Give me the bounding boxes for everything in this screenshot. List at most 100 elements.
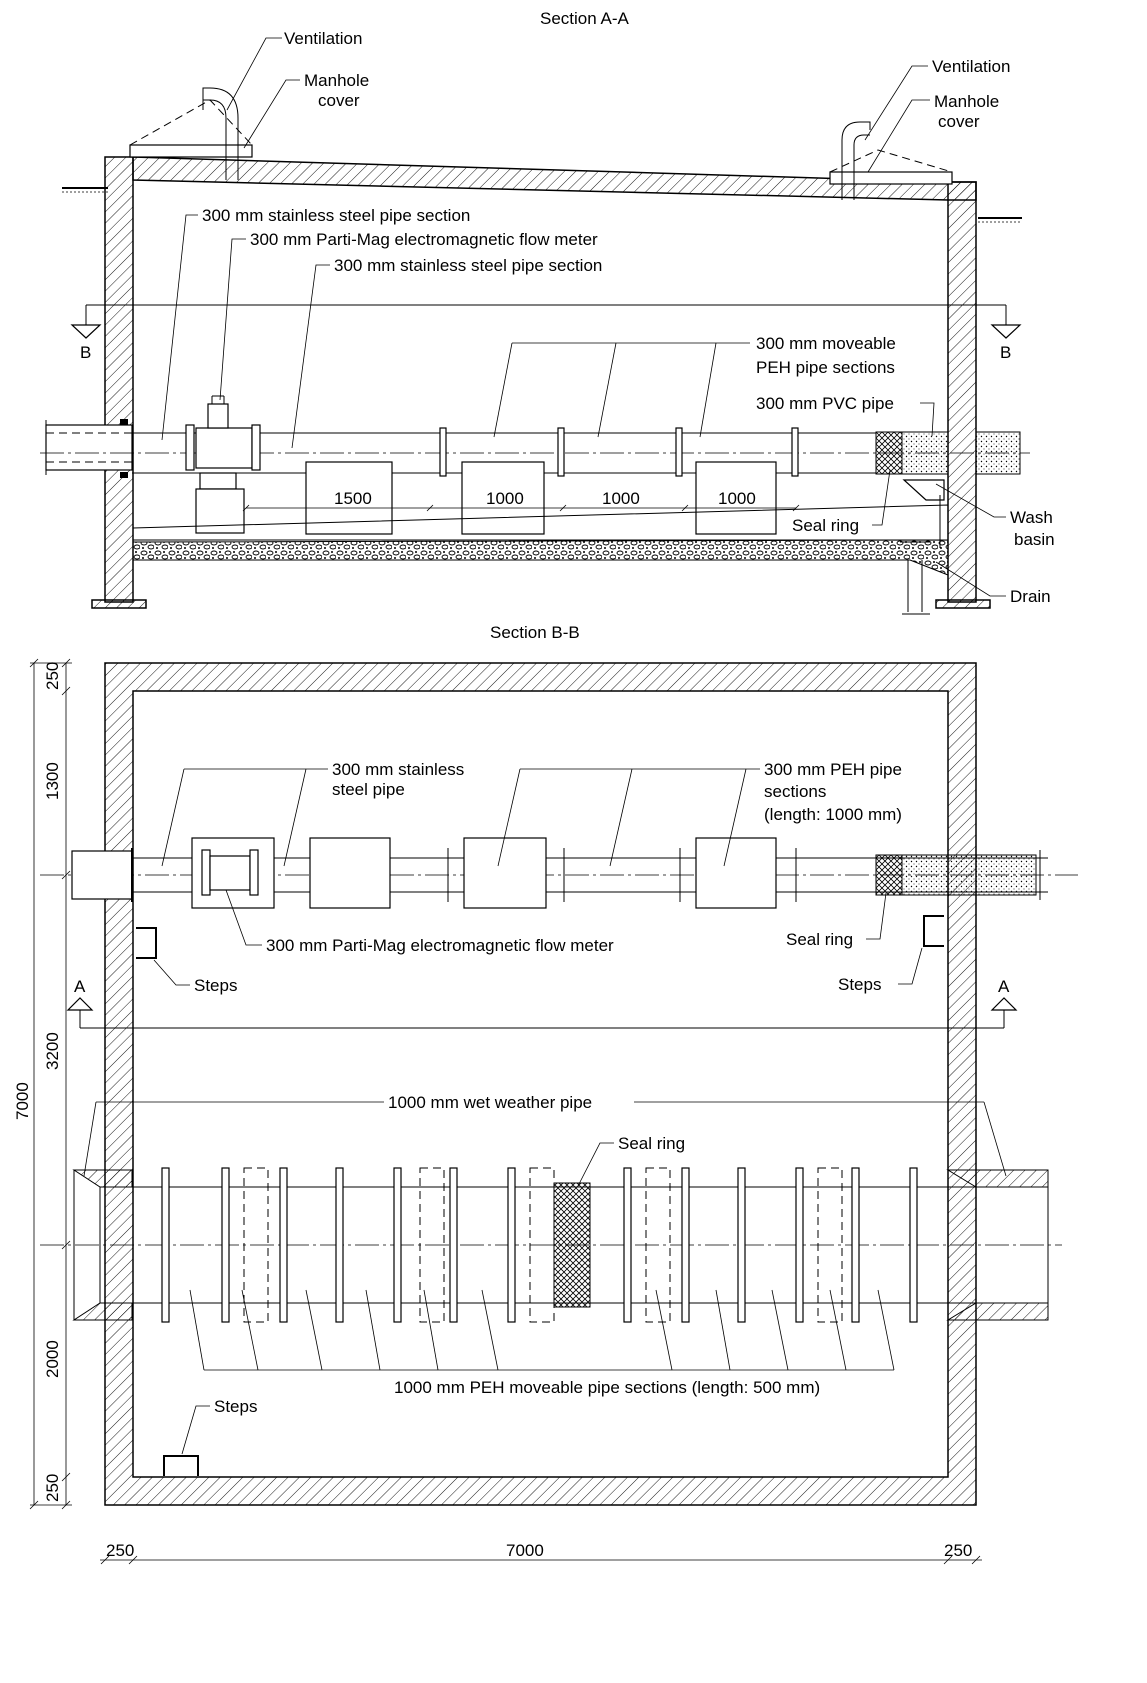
pipe-supports xyxy=(305,461,777,535)
seal-ring-label-a: Seal ring xyxy=(792,516,859,535)
steps-bottom xyxy=(163,1455,199,1476)
steps-left-leader xyxy=(153,959,190,986)
flow-meter xyxy=(185,395,261,534)
upper-flanges xyxy=(447,848,797,902)
cut-line-a xyxy=(66,997,1018,1029)
manhole-right-leader xyxy=(867,99,930,173)
pvc-label: 300 mm PVC pipe xyxy=(756,394,894,413)
dim-1500: 1500 xyxy=(334,489,372,508)
steps-bottom-label: Steps xyxy=(214,1397,257,1416)
cut-b-right-label: B xyxy=(1000,343,1011,362)
dim-1000-a: 1000 xyxy=(486,489,524,508)
pvc-leader xyxy=(920,402,935,437)
peh-b-leaders xyxy=(497,768,760,867)
seal-ring-leader-a xyxy=(872,469,891,526)
ss-pipe-b-label-2: steel pipe xyxy=(332,780,405,799)
section-a-title: Section A-A xyxy=(540,9,629,28)
manhole-left-label-2: cover xyxy=(318,91,360,110)
flow-meter-b-label: 300 mm Parti-Mag electromagnetic flow me… xyxy=(266,936,614,955)
section-b-title: Section B-B xyxy=(490,623,580,642)
inlet-pipe xyxy=(45,419,133,478)
cut-a-left-label: A xyxy=(74,977,86,996)
seal-ring-b-mid-leader xyxy=(577,1142,614,1187)
cut-line-b xyxy=(70,304,1022,339)
steps-right xyxy=(923,915,944,947)
right-footing xyxy=(935,599,991,609)
peh-label-2: PEH pipe sections xyxy=(756,358,895,377)
dimension-line-a xyxy=(242,504,800,512)
ventilation-right-label: Ventilation xyxy=(932,57,1010,76)
manhole-left-leader xyxy=(243,79,300,149)
flow-meter-leader xyxy=(219,238,246,401)
moveable-leaders xyxy=(189,1289,895,1371)
wet-weather-pipe xyxy=(40,1169,1062,1321)
ss-pipe-b-label-1: 300 mm stainless xyxy=(332,760,464,779)
pvc-pipe-in-wall xyxy=(901,431,949,475)
dim-v-250-top: 250 xyxy=(43,662,62,690)
steps-right-leader xyxy=(898,947,923,985)
steps-right-label: Steps xyxy=(838,975,881,994)
gravel-bed xyxy=(132,539,949,576)
dim-1000-c: 1000 xyxy=(718,489,756,508)
ventilation-pipe-right xyxy=(841,121,871,200)
wash-basin-leader xyxy=(935,483,1006,518)
section-b: Section B-B xyxy=(13,623,1078,1565)
flow-meter-label: 300 mm Parti-Mag electromagnetic flow me… xyxy=(250,230,598,249)
dim-h-250-right: 250 xyxy=(944,1541,972,1560)
peh-b-label-1: 300 mm PEH pipe xyxy=(764,760,902,779)
drain xyxy=(900,495,941,615)
dim-v-7000: 7000 xyxy=(13,1082,32,1120)
ss-pipe-leader-1 xyxy=(161,214,198,441)
ss-pipe-label-1: 300 mm stainless steel pipe section xyxy=(202,206,470,225)
right-wall xyxy=(947,181,977,603)
dim-1000-b: 1000 xyxy=(602,489,640,508)
wet-weather-leaders xyxy=(83,1101,1007,1177)
ventilation-right-leader xyxy=(864,65,928,141)
vertical-dimension-lines xyxy=(29,658,72,1510)
cut-b-left-label: B xyxy=(80,343,91,362)
steps-left xyxy=(136,927,157,959)
dim-v-1300: 1300 xyxy=(43,762,62,800)
ss-pipe-label-2: 300 mm stainless steel pipe section xyxy=(334,256,602,275)
manhole-cover-left xyxy=(129,144,253,158)
flanges xyxy=(439,427,799,477)
wet-weather-label: 1000 mm wet weather pipe xyxy=(388,1093,592,1112)
wet-weather-flanges xyxy=(161,1167,918,1323)
dim-h-7000: 7000 xyxy=(506,1541,544,1560)
ventilation-pipe-left xyxy=(202,87,239,180)
dim-v-2000: 2000 xyxy=(43,1340,62,1378)
wash-basin xyxy=(902,479,945,501)
seal-ring-a xyxy=(875,431,903,475)
manhole-cover-right xyxy=(829,171,953,185)
left-wall xyxy=(104,156,134,603)
section-a: Section A-A xyxy=(40,9,1055,615)
wet-weather-couplings xyxy=(243,1167,843,1323)
peh-b-label-2: sections xyxy=(764,782,826,801)
ground-line-right xyxy=(978,217,1022,223)
wash-basin-label-2: basin xyxy=(1014,530,1055,549)
left-footing xyxy=(91,599,147,609)
dim-v-250-bottom: 250 xyxy=(43,1474,62,1502)
dim-h-250-left: 250 xyxy=(106,1541,134,1560)
cut-a-right-label: A xyxy=(998,977,1010,996)
steps-bottom-leader xyxy=(181,1405,210,1455)
seal-ring-b-top-label: Seal ring xyxy=(786,930,853,949)
dim-v-3200: 3200 xyxy=(43,1032,62,1070)
manhole-cover-right-open xyxy=(829,149,953,173)
manhole-right-label-1: Manhole xyxy=(934,92,999,111)
upper-flow-meter xyxy=(191,837,275,909)
wash-basin-label-1: Wash xyxy=(1010,508,1053,527)
ground-line-left xyxy=(62,187,108,193)
ss-pipe-b-leaders xyxy=(161,768,328,867)
ss-pipe-leader-2 xyxy=(291,264,330,449)
moveable-label: 1000 mm PEH moveable pipe sections (leng… xyxy=(394,1378,820,1397)
flow-meter-b-leader xyxy=(225,889,262,946)
horizontal-dimension-line xyxy=(100,1555,982,1565)
ventilation-left-label: Ventilation xyxy=(284,29,362,48)
drain-leader xyxy=(935,561,1006,597)
manhole-cover-left-open xyxy=(129,99,253,146)
ventilation-left-leader xyxy=(226,37,282,111)
peh-label-1: 300 mm moveable xyxy=(756,334,896,353)
manhole-right-label-2: cover xyxy=(938,112,980,131)
